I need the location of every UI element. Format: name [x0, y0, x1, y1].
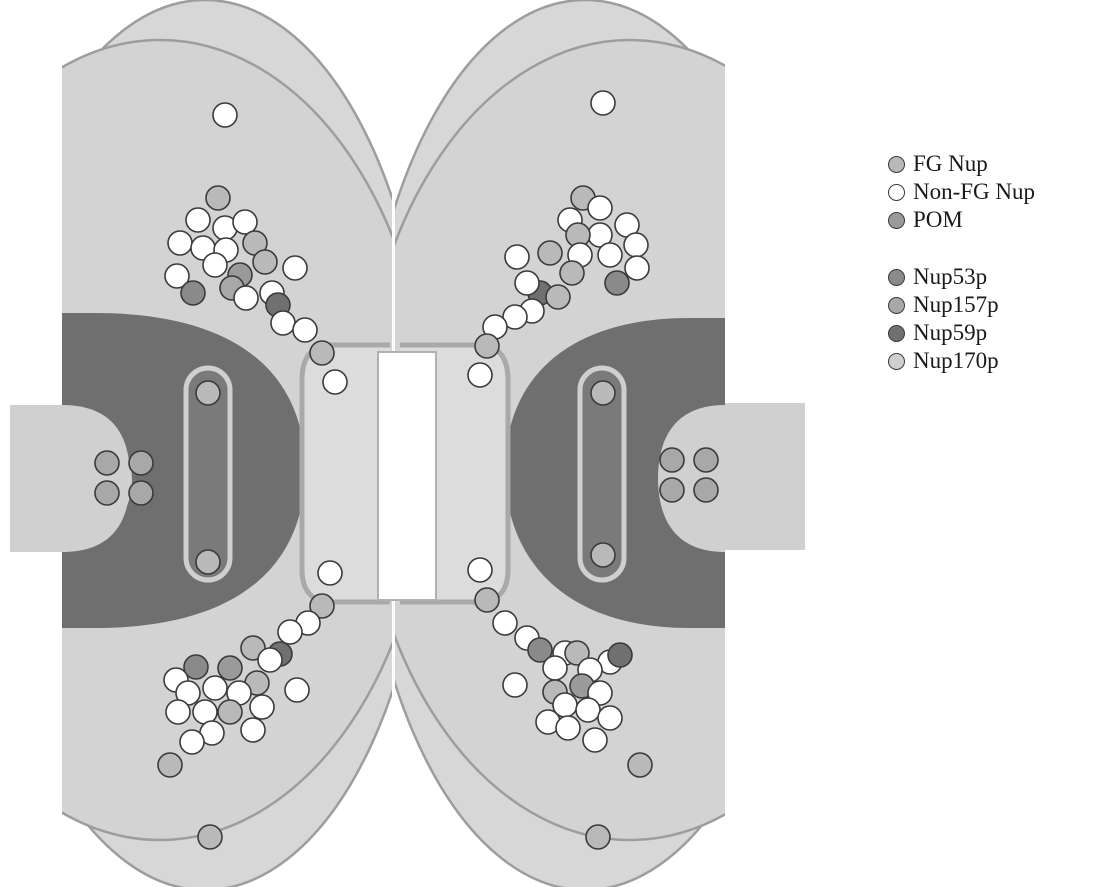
legend-label: POM: [913, 207, 963, 233]
non-fg-nup-particle: [598, 706, 622, 730]
legend-label: Non-FG Nup: [913, 179, 1035, 205]
nup53p-swatch-icon: [888, 269, 905, 286]
legend-item-nup157p: Nup157p: [888, 291, 1035, 319]
nup157p-particle: [129, 481, 153, 505]
non-fg-nup-particle: [285, 678, 309, 702]
nup157p-particle: [95, 451, 119, 475]
non-fg-nup-particle: [624, 233, 648, 257]
nup157p-particle: [694, 478, 718, 502]
fg-nup-particle: [475, 588, 499, 612]
legend-label: Nup170p: [913, 348, 999, 374]
pom-particle: [218, 656, 242, 680]
legend-item-nup53p: Nup53p: [888, 263, 1035, 291]
fg-nup-particle: [628, 753, 652, 777]
non-fg-nup-particle: [543, 656, 567, 680]
non-fg-nup-particle: [576, 698, 600, 722]
fg-nup-particle: [591, 543, 615, 567]
non-fg-nup-particle: [556, 716, 580, 740]
non-fg-nup-particle: [250, 695, 274, 719]
nup157p-particle: [660, 448, 684, 472]
non-fg-nup-particle: [323, 370, 347, 394]
non-fg-nup-swatch-icon: [888, 184, 905, 201]
fg-nup-particle: [560, 261, 584, 285]
right-side-tab: [715, 403, 805, 550]
non-fg-nup-particle: [625, 256, 649, 280]
fg-nup-particle: [591, 381, 615, 405]
non-fg-nup-particle: [468, 558, 492, 582]
fg-nup-swatch-icon: [888, 156, 905, 173]
nup157p-particle: [694, 448, 718, 472]
fg-nup-particle: [586, 825, 610, 849]
fg-nup-particle: [538, 241, 562, 265]
fg-nup-particle: [196, 381, 220, 405]
non-fg-nup-particle: [241, 718, 265, 742]
central-channel: [378, 352, 436, 600]
non-fg-nup-particle: [180, 730, 204, 754]
non-fg-nup-particle: [583, 728, 607, 752]
fg-nup-particle: [310, 341, 334, 365]
non-fg-nup-particle: [213, 103, 237, 127]
non-fg-nup-particle: [271, 311, 295, 335]
legend-label: FG Nup: [913, 151, 988, 177]
fg-nup-particle: [475, 334, 499, 358]
nup59p-swatch-icon: [888, 325, 905, 342]
non-fg-nup-particle: [258, 648, 282, 672]
non-fg-nup-particle: [588, 196, 612, 220]
nup170p-swatch-icon: [888, 353, 905, 370]
non-fg-nup-particle: [283, 256, 307, 280]
nup53p-particle: [181, 281, 205, 305]
nup157p-particle: [95, 481, 119, 505]
fg-nup-particle: [198, 825, 222, 849]
non-fg-nup-particle: [598, 243, 622, 267]
non-fg-nup-particle: [293, 318, 317, 342]
fg-nup-particle: [206, 186, 230, 210]
fg-nup-particle: [218, 700, 242, 724]
nup157p-particle: [660, 478, 684, 502]
legend-label: Nup59p: [913, 320, 987, 346]
nup157p-swatch-icon: [888, 297, 905, 314]
non-fg-nup-particle: [203, 253, 227, 277]
non-fg-nup-particle: [515, 271, 539, 295]
legend-label: Nup157p: [913, 292, 999, 318]
non-fg-nup-particle: [166, 700, 190, 724]
non-fg-nup-particle: [318, 561, 342, 585]
non-fg-nup-particle: [505, 245, 529, 269]
non-fg-nup-particle: [203, 676, 227, 700]
non-fg-nup-particle: [468, 363, 492, 387]
non-fg-nup-particle: [591, 91, 615, 115]
fg-nup-particle: [253, 250, 277, 274]
left-side-tab: [10, 405, 70, 552]
legend-item-nup170p: Nup170p: [888, 347, 1035, 375]
legend-label: Nup53p: [913, 264, 987, 290]
nup59p-particle: [608, 643, 632, 667]
nup157p-particle: [129, 451, 153, 475]
nup53p-particle: [605, 271, 629, 295]
non-fg-nup-particle: [234, 286, 258, 310]
pom-swatch-icon: [888, 212, 905, 229]
legend-item-pom: POM: [888, 206, 1035, 234]
fg-nup-particle: [546, 285, 570, 309]
legend-item-non-fg-nup: Non-FG Nup: [888, 178, 1035, 206]
non-fg-nup-particle: [168, 231, 192, 255]
non-fg-nup-particle: [493, 611, 517, 635]
fg-nup-particle: [196, 550, 220, 574]
legend: FG Nup Non-FG Nup POM Nup53p Nup157p Nup…: [888, 150, 1035, 375]
non-fg-nup-particle: [503, 673, 527, 697]
non-fg-nup-particle: [278, 620, 302, 644]
legend-item-fg-nup: FG Nup: [888, 150, 1035, 178]
non-fg-nup-particle: [186, 208, 210, 232]
legend-item-nup59p: Nup59p: [888, 319, 1035, 347]
fg-nup-particle: [158, 753, 182, 777]
